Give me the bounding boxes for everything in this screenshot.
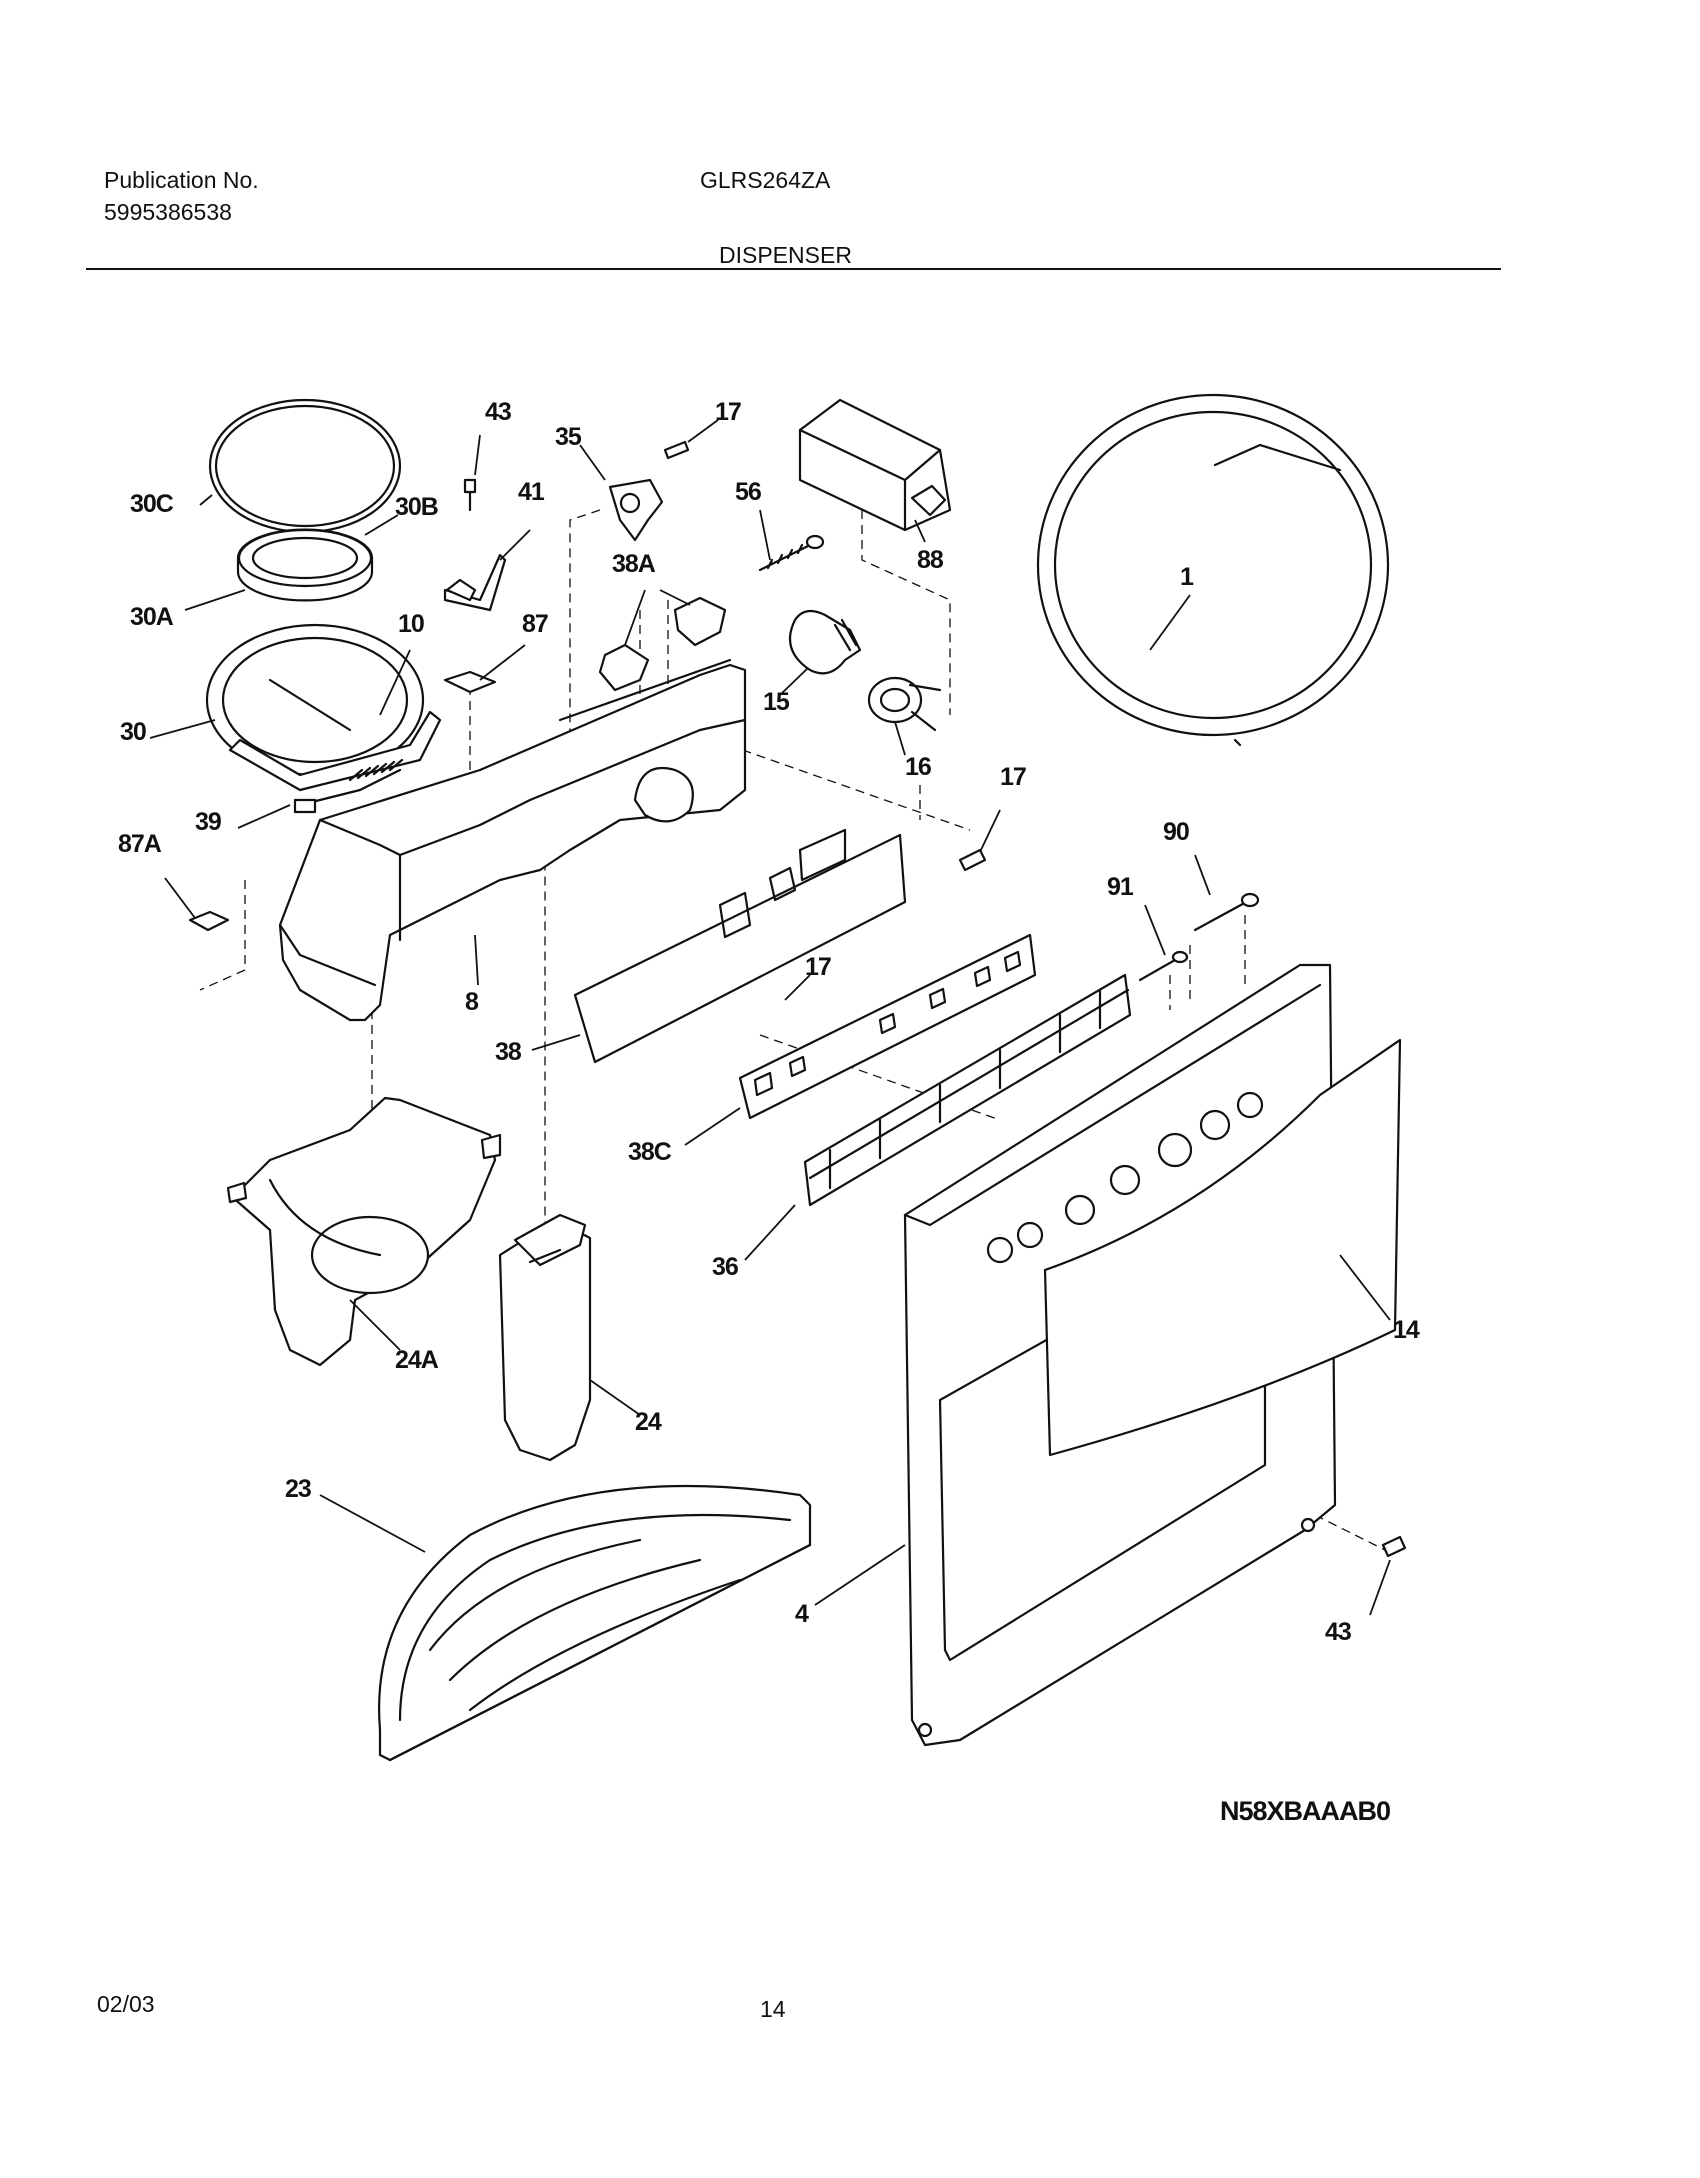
callout-label: 30C [130, 490, 174, 518]
part-38c-control-board [738, 933, 1037, 1120]
callout-label: 23 [285, 1475, 311, 1503]
part-36-bracket [803, 973, 1132, 1207]
callout-label: 90 [1163, 818, 1189, 846]
callout-label: 91 [1107, 873, 1134, 901]
part-30-housing [205, 623, 442, 814]
callout-label: 17 [1000, 763, 1026, 791]
callout-label: 17 [805, 953, 831, 981]
callout-label: 24 [635, 1408, 662, 1436]
publication-number: 5995386538 [104, 199, 232, 225]
part-35-switch [608, 478, 664, 542]
part-87a-clip [188, 910, 230, 932]
part-1-tubing [1036, 393, 1390, 747]
page-number: 14 [760, 1996, 786, 2022]
part-15-bulb [788, 609, 862, 675]
callout-label: 30A [130, 603, 174, 631]
part-38-circuit-board [573, 828, 907, 1064]
part-56-screw [758, 534, 825, 572]
callout-label: 30 [120, 718, 146, 746]
callout-label: 10 [398, 610, 424, 638]
part-41-bracket [443, 553, 507, 612]
callout-label: 43 [1325, 1618, 1351, 1646]
callout-label: 17 [715, 398, 741, 426]
callout-label: 38 [495, 1038, 522, 1066]
callout-label: 1 [1180, 563, 1194, 591]
part-30c-gasket [208, 398, 402, 534]
part-24a-ice-chute [226, 1096, 502, 1367]
header-rule [86, 268, 1501, 270]
callout-label: 8 [465, 988, 479, 1016]
callout-label: 88 [917, 546, 944, 574]
callout-label: 15 [763, 688, 790, 716]
callout-label: 41 [518, 478, 545, 506]
callout-label: 43 [485, 398, 511, 426]
part-43-screw-top [463, 478, 477, 512]
callout-label: 87 [522, 610, 548, 638]
callout-label: 87A [118, 830, 162, 858]
part-14-decal [1043, 1038, 1402, 1457]
callout-label: 14 [1393, 1316, 1420, 1344]
model-number: GLRS264ZA [700, 167, 831, 193]
callout-label: 24A [395, 1346, 439, 1374]
footer-date: 02/03 [97, 1991, 155, 2017]
callout-label: 56 [735, 478, 761, 506]
part-17-screw-mid [958, 848, 987, 872]
part-90-91-screws [1138, 892, 1260, 982]
publication-label: Publication No. [104, 167, 259, 193]
callout-label: 38A [612, 550, 656, 578]
part-16-socket [867, 676, 942, 732]
part-30a-30b-flap [236, 528, 374, 602]
leader-lines [149, 419, 1391, 1616]
section-title: DISPENSER [719, 242, 852, 268]
part-23-drip-tray [378, 1484, 812, 1762]
callout-label: 4 [795, 1600, 809, 1628]
callout-label: 39 [195, 808, 221, 836]
part-38a-switches [598, 596, 727, 692]
part-17-screw-top [663, 440, 690, 460]
callout-label: 16 [905, 753, 931, 781]
callout-label: 30B [395, 493, 438, 521]
callout-labels: 43 17 35 56 41 30C 30B 38A 88 1 30A 87 1… [118, 398, 1421, 1826]
part-8-housing [278, 658, 747, 1022]
callout-label: 35 [555, 423, 582, 451]
part-43-screw-bottom [1381, 1535, 1407, 1558]
callout-label: 36 [712, 1253, 738, 1281]
part-88-control-box [798, 398, 952, 532]
callout-label: 38C [628, 1138, 672, 1166]
illustration-code: N58XBAAAB0 [1220, 1796, 1390, 1826]
part-24-water-chute [498, 1213, 592, 1462]
